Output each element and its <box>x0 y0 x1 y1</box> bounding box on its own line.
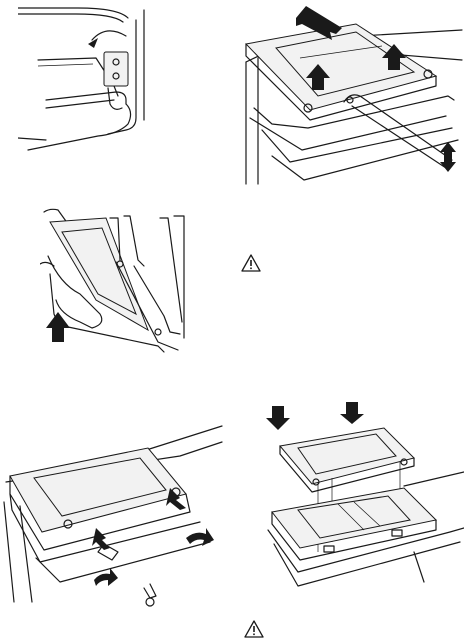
figure-lift-inner-glass <box>232 0 464 188</box>
figure-remove-door-trim <box>0 412 224 608</box>
warning-triangle-icon <box>241 254 261 272</box>
figure-door-lift-off <box>40 204 200 354</box>
figure-hinge-lever <box>18 0 153 152</box>
warning-triangle-icon <box>244 620 264 638</box>
figure-reinstall-glass <box>254 402 464 606</box>
